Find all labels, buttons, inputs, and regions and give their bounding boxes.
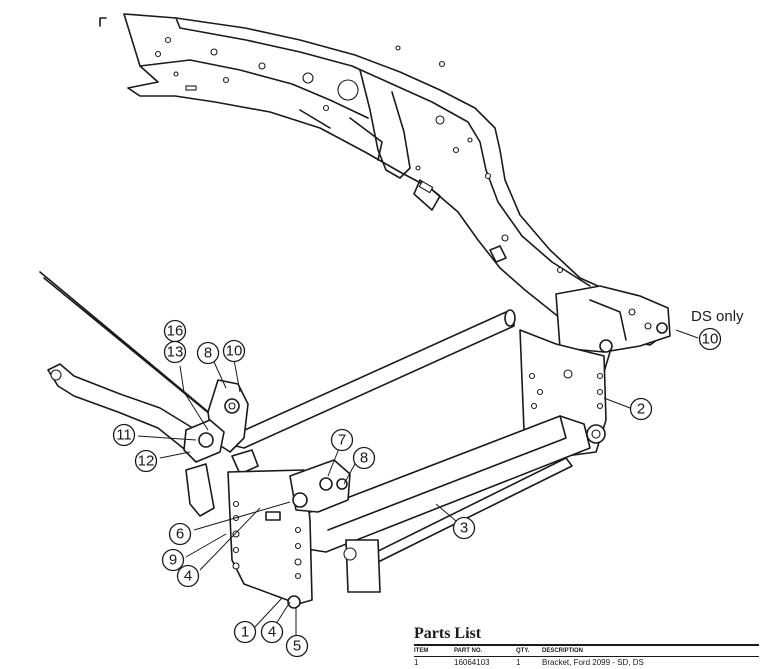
callout-5: 5: [285, 634, 309, 658]
callout-10b: 10: [698, 327, 722, 351]
parts-list-row: 1 16064103 1 Bracket, Ford 2099 - SD, DS: [414, 657, 759, 669]
svg-text:7: 7: [338, 432, 346, 449]
header-qty: QTY.: [516, 648, 530, 654]
callout-16: 16: [163, 319, 187, 343]
callout-7: 7: [330, 428, 354, 452]
callout-9: 9: [161, 548, 185, 572]
callout-8a: 8: [196, 341, 220, 365]
push-rod: [39, 271, 223, 425]
ds-only-note: DS only: [691, 308, 744, 325]
svg-text:4: 4: [268, 624, 276, 641]
callout-4a: 4: [176, 564, 200, 588]
row-part-no: 16064103: [454, 658, 490, 667]
svg-text:11: 11: [116, 427, 132, 444]
callout-2: 2: [629, 397, 653, 421]
svg-text:9: 9: [169, 552, 177, 569]
parts-list-rule: [414, 644, 759, 646]
callout-1: 1: [233, 620, 257, 644]
svg-text:3: 3: [460, 520, 468, 537]
callout-4b: 4: [260, 620, 284, 644]
header-description: DESCRIPTION: [542, 648, 584, 654]
svg-text:16: 16: [167, 323, 184, 340]
leader-lines: [137, 329, 699, 636]
svg-text:4: 4: [184, 568, 192, 585]
callout-13: 13: [163, 340, 187, 364]
callout-11: 11: [112, 423, 136, 447]
callout-12: 12: [134, 449, 158, 473]
callout-10a: 10: [222, 339, 246, 363]
tie-rod: [235, 309, 516, 449]
header-part-no: PART NO.: [454, 648, 483, 654]
svg-text:1: 1: [241, 624, 249, 641]
parts-list-header: ITEM PART NO. QTY. DESCRIPTION: [414, 646, 759, 657]
callout-6: 6: [168, 522, 192, 546]
svg-text:6: 6: [176, 526, 184, 543]
svg-text:8: 8: [204, 345, 212, 362]
svg-text:5: 5: [293, 638, 301, 655]
svg-text:13: 13: [167, 344, 184, 361]
row-item: 1: [414, 658, 419, 667]
header-item: ITEM: [414, 648, 429, 654]
svg-text:10: 10: [702, 331, 719, 348]
callout-8b: 8: [352, 446, 376, 470]
callout-3: 3: [452, 516, 476, 540]
row-qty: 1: [516, 658, 521, 667]
svg-text:8: 8: [360, 450, 368, 467]
corner-mark: [99, 17, 107, 27]
crossbar-tube: [299, 415, 591, 593]
row-description: Bracket, Ford 2099 - SD, DS: [542, 658, 644, 667]
parts-list-title: Parts List: [414, 625, 482, 642]
svg-text:2: 2: [637, 401, 645, 418]
svg-text:10: 10: [226, 343, 243, 360]
svg-text:12: 12: [138, 453, 155, 470]
parts-list: Parts List ITEM PART NO. QTY. DESCRIPTIO…: [414, 624, 759, 669]
left-clevis-bracket: [183, 379, 259, 475]
